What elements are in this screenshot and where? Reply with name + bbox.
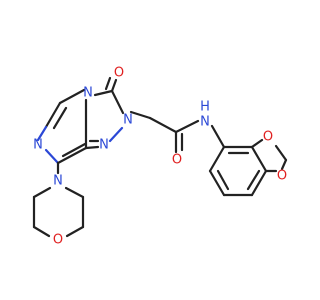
atom-o-amide: O — [172, 153, 182, 168]
triazolone-ring — [84, 76, 125, 150]
acetamide-linker — [129, 110, 226, 154]
atom-o-ring-carbonyl: O — [114, 66, 124, 81]
atom-o-dioxole-top: O — [263, 130, 273, 145]
atom-o-dioxole-bottom: O — [277, 169, 287, 184]
molecule-structure: N N N N O N O O N H O O — [32, 66, 288, 248]
atom-n-amide: N — [200, 115, 210, 130]
atom-n-pyrazine: N — [33, 138, 43, 153]
atom-h-amide: H — [200, 100, 210, 115]
pyrazine-ring — [36, 88, 88, 165]
morpholine-ring — [32, 161, 85, 238]
atom-o-morpholine: O — [53, 233, 63, 248]
atom-n-triazole-1: N — [99, 138, 109, 153]
benzodioxole-ring — [208, 138, 288, 197]
atom-n-bridge: N — [83, 86, 93, 101]
atom-n-morpholine: N — [53, 174, 63, 189]
atom-labels: N N N N O N O O N H O O — [33, 66, 287, 248]
atom-n-triazole-2: N — [123, 113, 133, 128]
